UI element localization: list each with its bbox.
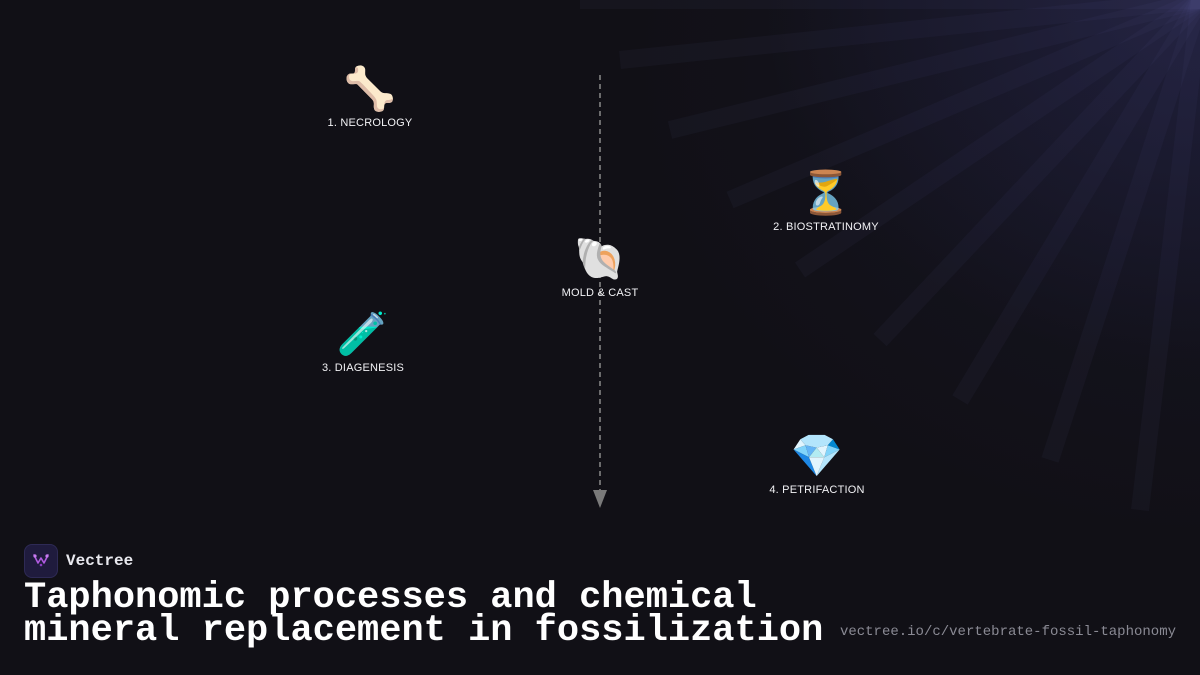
brand[interactable]: Vectree [24, 544, 133, 578]
node-petrifaction-label: 4. PETRIFACTION [769, 484, 865, 496]
node-biostratinomy: ⏳ 2. BIOSTRATINOMY [773, 168, 879, 234]
timeline-arrowhead [593, 490, 607, 508]
brand-name: Vectree [66, 552, 134, 570]
node-necrology-label: 1. NECROLOGY [327, 117, 413, 129]
hourglass-icon: ⏳ [799, 168, 853, 217]
timeline-arrow [593, 75, 607, 508]
test-tube-icon: 🧪 [336, 309, 390, 358]
node-mold-cast: 🐚 MOLD & CAST [561, 234, 639, 300]
gem-icon: 💎 [790, 431, 844, 480]
node-necrology: 🦴 1. NECROLOGY [327, 64, 413, 130]
shell-icon: 🐚 [573, 234, 627, 283]
source-url[interactable]: vectree.io/c/vertebrate-fossil-taphonomy [839, 624, 1176, 640]
vectree-logo-icon [24, 544, 58, 578]
node-petrifaction: 💎 4. PETRIFACTION [769, 431, 865, 497]
node-diagenesis: 🧪 3. DIAGENESIS [321, 309, 405, 375]
node-diagenesis-label: 3. DIAGENESIS [321, 362, 405, 374]
bone-icon: 🦴 [343, 64, 397, 113]
node-mold-cast-label: MOLD & CAST [561, 287, 639, 299]
node-biostratinomy-label: 2. BIOSTRATINOMY [773, 221, 879, 233]
page-title: Taphonomic processes and chemical minera… [24, 577, 824, 652]
